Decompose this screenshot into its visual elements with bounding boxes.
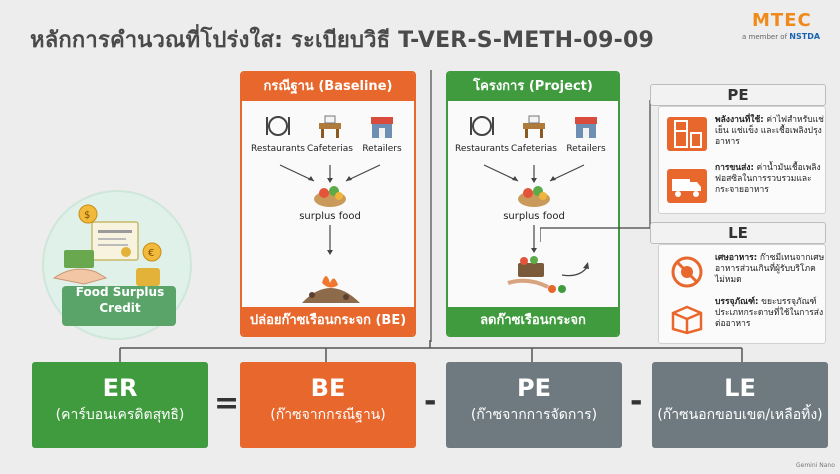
baseline-category-restaurants: Restaurants	[248, 113, 308, 154]
pe-item-energy: พลังงานที่ใช้: ค่าไฟสำหรับแช่เย็น แช่แข็…	[715, 115, 825, 148]
pe-le-connectors	[540, 100, 651, 277]
er-desc: (คาร์บอนเครดิตสุทธิ)	[55, 407, 185, 423]
baseline-panel: กรณีฐาน (Baseline) Restaurants Cafeteria…	[240, 71, 416, 337]
surplus-food-icon	[518, 186, 550, 207]
equals-sign: =	[214, 386, 240, 421]
le-item-food-waste: เศษอาหาร: ก๊าซมีเทนจากเศษอาหารส่วนเกินที…	[715, 253, 825, 286]
page-title: หลักการคำนวณที่โปร่งใส: ระเบียบวิธี T-VE…	[30, 28, 654, 53]
vertical-divider	[430, 70, 432, 342]
le-item-food-waste-text: ก๊าซมีเทนจากเศษอาหารส่วนเกินที่ผู้รับบริ…	[715, 253, 825, 285]
baseline-header: กรณีฐาน (Baseline)	[242, 73, 414, 101]
watermark: Gemini Nano	[796, 462, 835, 469]
project-category-retailers-label: Retailers	[566, 144, 606, 154]
er-box: ER (คาร์บอนเครดิตสุทธิ)	[32, 362, 208, 448]
baseline-category-retailers: Retailers	[352, 113, 412, 154]
project-category-restaurants-label: Restaurants	[455, 144, 509, 154]
le-abbr: LE	[724, 374, 756, 402]
le-item-packaging-title: บรรจุภัณฑ์:	[715, 297, 759, 307]
project-footer: ลดก๊าซเรือนกระจก	[448, 307, 618, 335]
minus-sign-2: -	[630, 384, 643, 419]
food-surplus-credit-line2: Credit	[99, 301, 141, 315]
pe-item-transport: การขนส่ง: ค่าน้ำมันเชื้อเพลิงฟอสซิลในการ…	[715, 163, 825, 196]
le-infobox: เศษอาหาร: ก๊าซมีเทนจากเศษอาหารส่วนเกินที…	[658, 244, 826, 344]
retailer-icon	[371, 117, 393, 138]
food-surplus-credit-label: Food Surplus Credit	[60, 284, 180, 316]
svg-text:€: €	[148, 248, 154, 259]
food-surplus-credit-badge: $ €	[42, 190, 192, 340]
baseline-flow-arrows	[279, 164, 381, 303]
logo-tagline-prefix: a member of	[742, 33, 788, 41]
delivery-truck-icon	[667, 169, 707, 203]
project-panel: โครงการ (Project) Restaurants Cafeterias…	[446, 71, 620, 337]
be-abbr: BE	[310, 374, 346, 402]
be-box: BE (ก๊าซจากกรณีฐาน)	[240, 362, 416, 448]
le-tag: LE	[650, 222, 826, 244]
baseline-surplus-food-label: surplus food	[299, 211, 361, 222]
baseline-category-restaurants-label: Restaurants	[251, 144, 305, 154]
cafeteria-icon	[319, 115, 341, 138]
food-donation-icon	[507, 256, 566, 293]
le-box: LE (ก๊าซนอกขอบเขต/เหลือทิ้ง)	[652, 362, 828, 448]
le-item-packaging-text: ขยะบรรจุภัณฑ์ประเภทกระดาษที่ใช้ในการส่งต…	[715, 297, 824, 329]
pe-item-transport-title: การขนส่ง:	[715, 163, 754, 173]
pe-tag: PE	[650, 84, 826, 106]
be-desc: (ก๊าซจากกรณีฐาน)	[270, 407, 386, 423]
pe-item-energy-text: ค่าไฟสำหรับแช่เย็น แช่แข็ง และเชื้อเพลิง…	[715, 115, 824, 147]
mtec-logo: MTEC	[752, 10, 812, 31]
le-item-packaging: บรรจุภัณฑ์: ขยะบรรจุภัณฑ์ประเภทกระดาษที่…	[715, 297, 825, 330]
landfill-fire-icon	[302, 276, 360, 303]
retailer-icon	[575, 117, 597, 138]
cafeteria-icon	[523, 115, 545, 138]
package-box-icon	[667, 301, 707, 335]
baseline-category-retailers-label: Retailers	[362, 144, 402, 154]
restaurant-icon	[266, 116, 290, 136]
restaurant-icon	[470, 116, 494, 136]
le-item-food-waste-title: เศษอาหาร:	[715, 253, 758, 263]
svg-text:$: $	[84, 210, 90, 221]
logo-tagline-org: NSTDA	[789, 32, 821, 41]
project-category-restaurants: Restaurants	[452, 113, 512, 154]
refrigerator-icon	[667, 117, 707, 151]
no-food-waste-icon	[667, 255, 707, 289]
project-flow-arrows	[483, 164, 585, 293]
baseline-category-cafeterias-label: Cafeterias	[307, 144, 353, 154]
baseline-footer: ปล่อยก๊าซเรือนกระจก (BE)	[242, 307, 414, 335]
pe-infobox: พลังงานที่ใช้: ค่าไฟสำหรับแช่เย็น แช่แข็…	[658, 106, 826, 214]
project-header: โครงการ (Project)	[448, 73, 618, 101]
formula-connector	[119, 340, 743, 362]
er-abbr: ER	[102, 374, 138, 402]
minus-sign-1: -	[424, 384, 437, 419]
pe-desc: (ก๊าซจากการจัดการ)	[470, 407, 598, 423]
pe-box: PE (ก๊าซจากการจัดการ)	[446, 362, 622, 448]
surplus-food-icon	[314, 186, 346, 207]
pe-item-energy-title: พลังงานที่ใช้:	[715, 115, 764, 125]
baseline-category-cafeterias: Cafeterias	[300, 113, 360, 154]
pe-item-transport-text: ค่าน้ำมันเชื้อเพลิงฟอสซิลในการรวบรวมและก…	[715, 163, 821, 195]
le-desc: (ก๊าซนอกขอบเขต/เหลือทิ้ง)	[657, 407, 823, 423]
carbon-credit-illustration: $ €	[52, 204, 176, 326]
food-surplus-credit-line1: Food Surplus	[75, 285, 165, 299]
project-category-retailers: Retailers	[556, 113, 616, 154]
pe-abbr: PE	[517, 374, 551, 402]
project-category-cafeterias: Cafeterias	[504, 113, 564, 154]
project-surplus-food-label: surplus food	[503, 211, 565, 222]
project-category-cafeterias-label: Cafeterias	[511, 144, 557, 154]
logo-tagline: a member of NSTDA	[742, 32, 820, 41]
